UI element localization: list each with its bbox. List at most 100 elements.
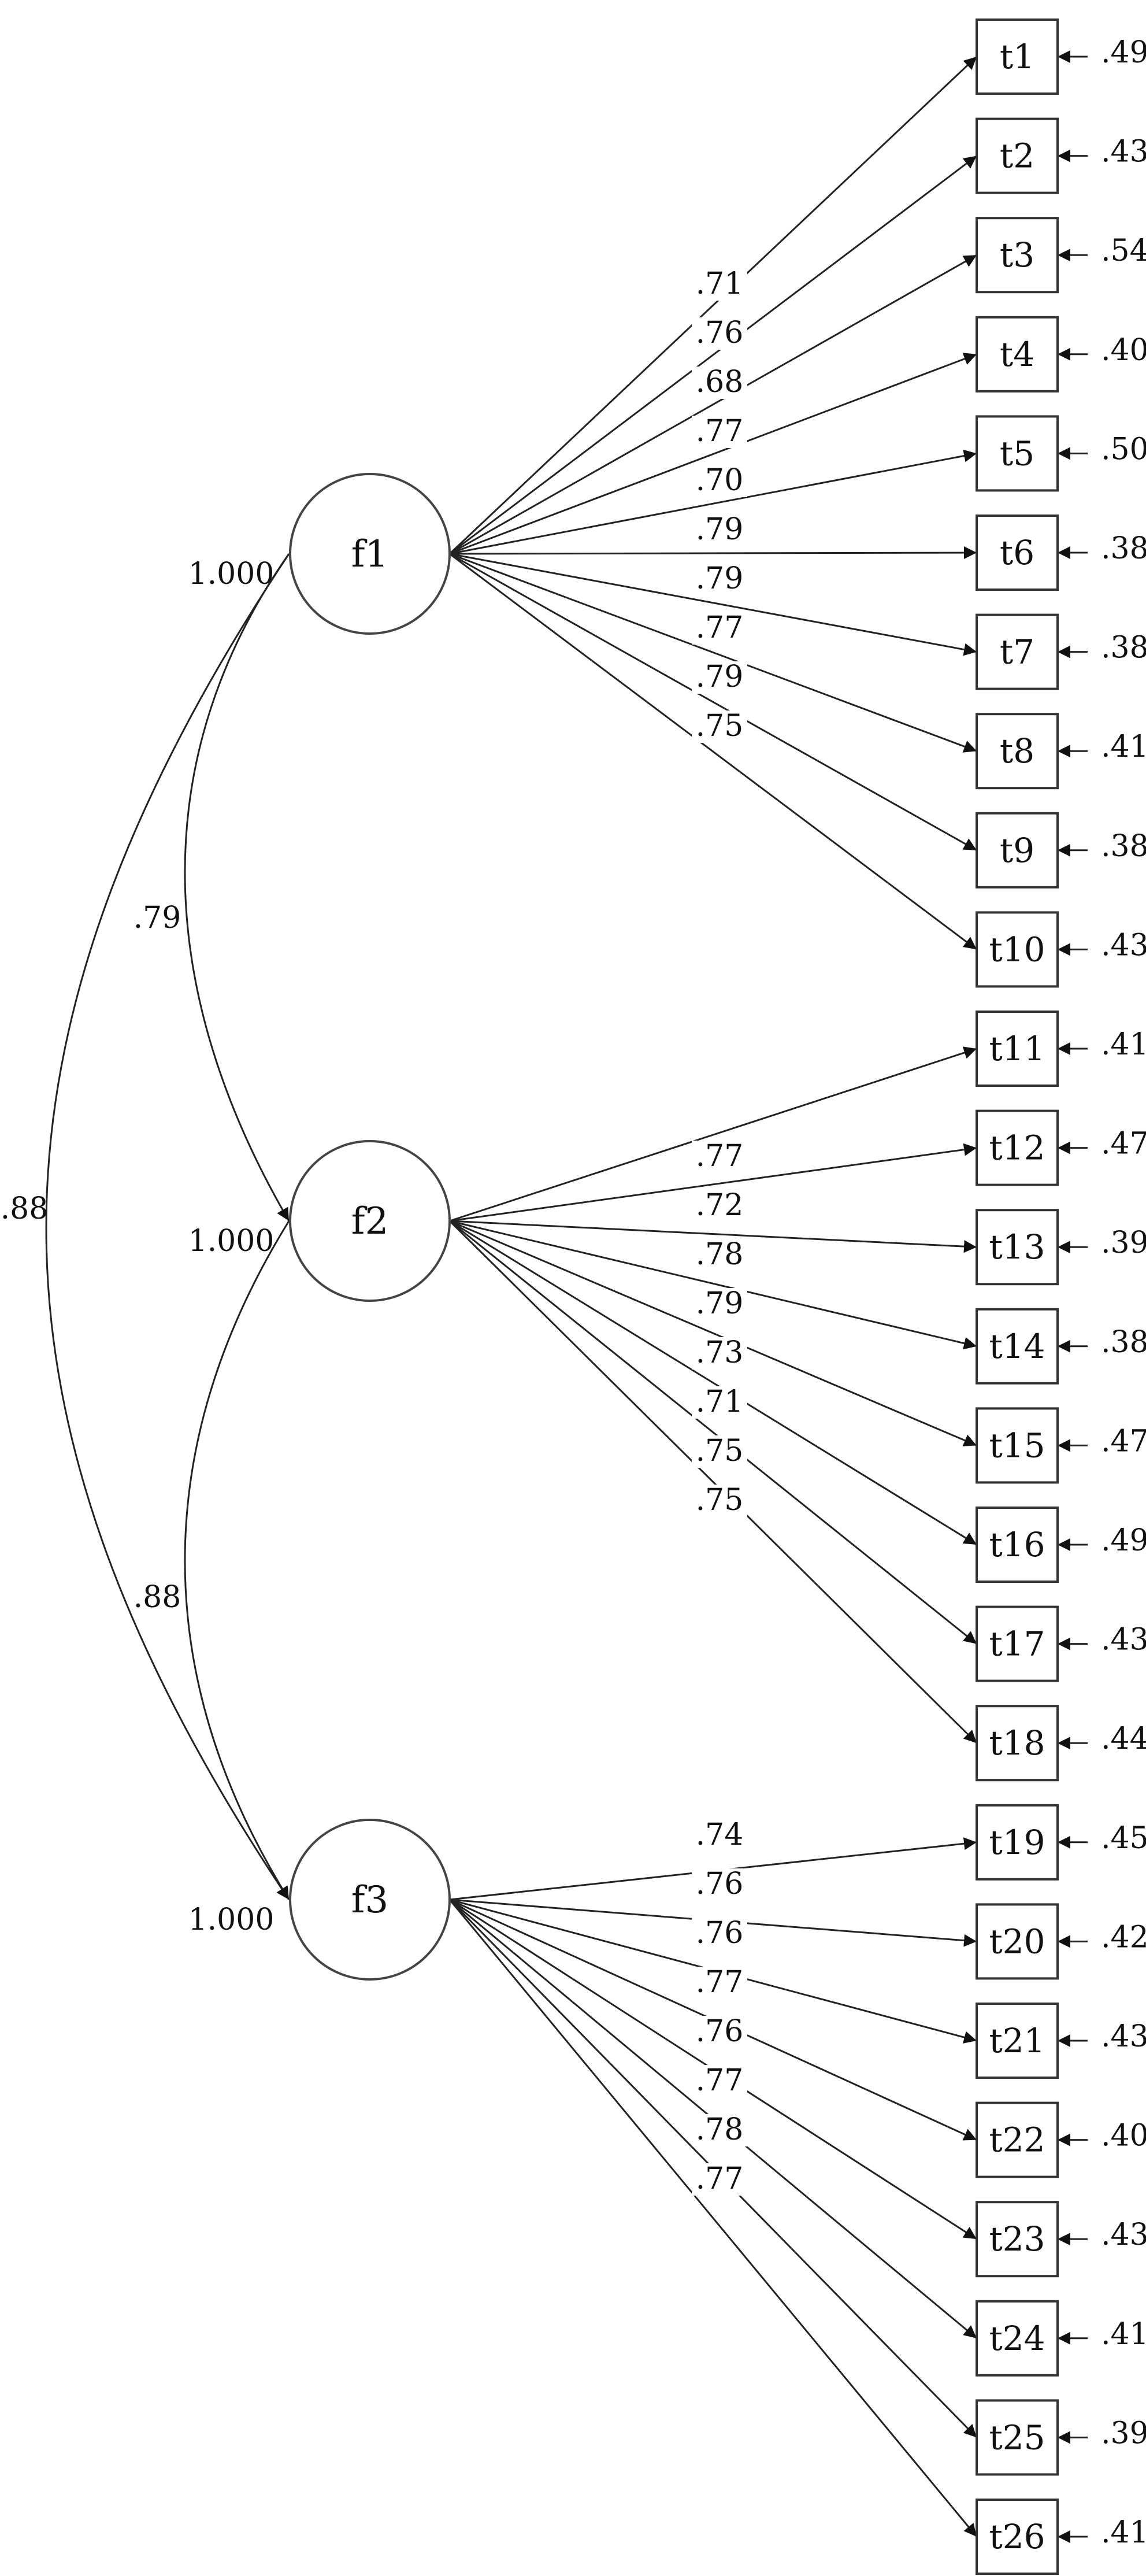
item-box-t15 [976,1407,1059,1484]
loading-label-bg-t3 [692,367,747,399]
item-label-t17: t17 [989,1624,1045,1664]
error-variance-t5: .50 [1101,432,1146,467]
loading-value-t16: .71 [696,1385,744,1419]
loading-label-bg-t16 [692,1386,747,1419]
loading-path-t4 [449,353,977,555]
loading-path-t12 [449,1143,977,1222]
loading-label-bg-t17 [692,1435,747,1468]
loading-value-t10: .75 [696,709,744,743]
loading-value-t14: .79 [696,1286,744,1321]
loading-label-bg-t25 [692,2114,747,2146]
correlation-arc-f1-f2 [184,539,302,1222]
error-variance-t19: .45 [1101,1821,1146,1856]
loading-value-t12: .72 [696,1188,744,1223]
item-label-t11: t11 [989,1029,1045,1068]
loading-value-t15: .73 [696,1335,744,1370]
item-box-t21 [976,2003,1059,2079]
item-label-t24: t24 [989,2319,1045,2358]
loading-label-bg-t9 [692,661,747,694]
item-box-t12 [976,1109,1059,1186]
loading-path-t26 [448,1899,978,2537]
error-variance-t13: .39 [1101,1226,1146,1260]
loading-path-t11 [449,1046,977,1222]
item-box-t5 [976,415,1059,492]
item-box-t17 [976,1605,1059,1682]
error-variance-t11: .41 [1101,1027,1146,1062]
loading-value-t26: .77 [696,2162,744,2196]
item-box-t26 [976,2499,1059,2575]
loading-path-t1 [448,55,978,555]
item-label-t2: t2 [1000,136,1034,176]
loading-label-bg-t4 [692,416,747,448]
error-arrows [1058,50,1088,2543]
loading-label-bg-t15 [692,1337,747,1370]
item-box-t9 [976,812,1059,889]
factor-node-f2 [289,1140,451,1302]
item-box-t10 [976,911,1059,988]
item-label-t1: t1 [1000,37,1034,76]
loading-value-t3: .68 [696,365,744,399]
item-box-t8 [976,713,1059,790]
item-label-t15: t15 [989,1426,1045,1465]
loading-path-t5 [449,449,977,555]
loading-value-t2: .76 [696,316,744,350]
loading-label-bg-t18 [692,1485,747,1517]
loading-value-t6: .79 [696,512,744,547]
error-variance-t26: .41 [1101,2515,1146,2550]
factor-variance-f3: 1.000 [188,1903,275,1937]
error-variance-t24: .41 [1101,2317,1146,2352]
error-variance-t1: .49 [1101,35,1146,70]
factor-variance-f1: 1.000 [188,557,275,591]
correlation-arc-f2-f3 [184,1206,301,1900]
item-label-t12: t12 [989,1128,1045,1168]
item-box-t11 [976,1011,1059,1087]
item-box-t18 [976,1705,1059,1782]
error-variance-t7: .38 [1101,631,1146,665]
loading-path-t9 [449,553,977,852]
loading-path-t10 [449,553,977,950]
item-label-t5: t5 [1000,434,1034,473]
item-label-t26: t26 [989,2517,1045,2556]
loading-path-t18 [448,1220,978,1744]
correlation-labels: .79 .88 .88 [1,901,181,1615]
item-box-t20 [976,1903,1059,1980]
loading-value-t21: .76 [696,1916,744,1950]
loading-value-t17: .75 [696,1434,744,1468]
error-variance-t21: .43 [1101,2019,1146,2054]
factor-label-f1: f1 [351,533,388,576]
loading-value-t13: .78 [696,1237,744,1272]
loading-label-bg-t1 [692,268,747,301]
item-box-t23 [976,2201,1059,2278]
loading-value-t25: .78 [696,2112,744,2147]
loading-value-t20: .76 [696,1867,744,1901]
loading-value-t1: .71 [696,267,744,301]
loading-label-bg-t21 [692,1918,747,1950]
loading-label-bg-t24 [692,2065,747,2097]
loading-path-t8 [449,553,977,753]
loading-label-bg-t8 [692,612,747,645]
item-box-t2 [976,117,1059,194]
loading-label-bg-t14 [692,1288,747,1320]
item-label-t19: t19 [989,1823,1045,1862]
loading-value-t23: .76 [696,2014,744,2049]
error-variance-t10: .43 [1101,928,1146,963]
loading-path-t14 [449,1220,977,1350]
loading-label-bg-t6 [692,514,747,546]
loading-path-t16 [449,1220,977,1546]
loading-path-t13 [449,1220,977,1253]
item-label-t18: t18 [989,1723,1045,1763]
error-variance-t6: .38 [1101,531,1146,566]
loading-value-t8: .77 [696,610,744,645]
loading-label-bg-t22 [692,1967,747,1999]
loading-label-bg-t19 [692,1819,747,1852]
item-label-t16: t16 [989,1525,1045,1564]
error-variance-t16: .49 [1101,1523,1146,1558]
item-label-t6: t6 [1000,533,1034,572]
loading-label-bg-t20 [692,1868,747,1901]
error-variance-t20: .42 [1101,1920,1146,1955]
loading-value-t22: .77 [696,1965,744,2000]
loading-path-t2 [449,155,977,555]
item-label-t9: t9 [1000,831,1034,870]
item-box-t13 [976,1209,1059,1286]
